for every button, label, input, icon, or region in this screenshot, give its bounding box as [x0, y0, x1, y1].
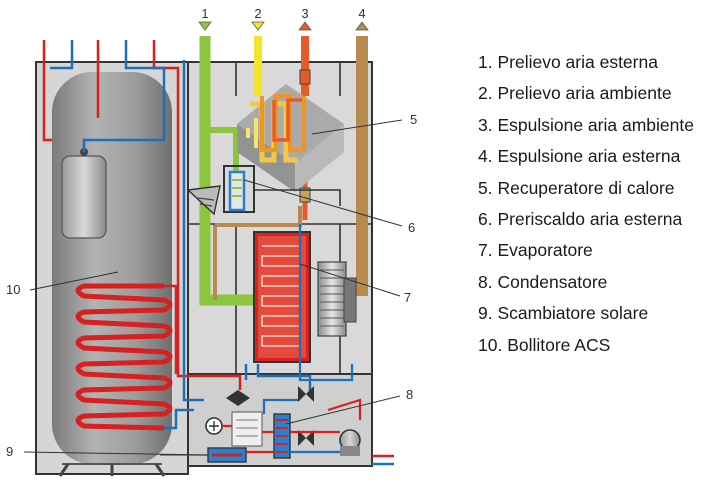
svg-text:4: 4: [358, 6, 365, 21]
legend-item-2: 2. Prelievo aria ambiente: [478, 83, 672, 104]
inlet-marker-1: 1: [198, 6, 212, 31]
bypass-damper: [186, 185, 221, 216]
legend: 1. Prelievo aria esterna 2. Prelievo ari…: [478, 49, 718, 363]
callout-5: 5: [311, 112, 417, 135]
legend-item-9: 9. Scambiatore solare: [478, 303, 649, 324]
callout-6: 6: [243, 179, 415, 235]
hydraulic-pipes: [160, 398, 394, 466]
heat-recovery-unit: [237, 84, 344, 192]
legend-item-4: 4. Espulsione aria esterna: [478, 146, 681, 167]
expansion-vessel: [61, 148, 107, 239]
svg-text:8: 8: [406, 387, 413, 402]
preheater: [223, 165, 341, 213]
svg-text:10: 10: [6, 282, 20, 297]
svg-text:2: 2: [254, 6, 261, 21]
solar-exchanger: [207, 447, 247, 463]
compressor: [339, 429, 361, 456]
callout-10: 10: [6, 271, 119, 297]
legend-item-7: 7. Evaporatore: [478, 240, 593, 261]
air-duct-outdoor-intake: [199, 36, 262, 306]
hot-water-pipes: [42, 40, 242, 390]
inlet-marker-2: 2: [251, 6, 265, 31]
callout-8: 8: [285, 387, 413, 425]
callout-9: 9: [6, 444, 209, 459]
svg-text:9: 9: [6, 444, 13, 459]
legend-item-3: 3. Espulsione aria ambiente: [478, 114, 694, 135]
valve-group: [226, 386, 314, 447]
evaporator-coil: [253, 231, 311, 363]
tank-coil: [75, 283, 194, 431]
inlet-marker-3: 3: [298, 6, 312, 31]
svg-text:5: 5: [410, 112, 417, 127]
legend-item-10: 10. Bollitore ACS: [478, 334, 611, 355]
svg-text:3: 3: [301, 6, 308, 21]
legend-item-8: 8. Condensatore: [478, 271, 608, 292]
legend-item-5: 5. Recuperatore di calore: [478, 177, 675, 198]
legend-item-6: 6. Preriscaldo aria esterna: [478, 208, 683, 229]
svg-text:1: 1: [201, 6, 208, 21]
inlet-marker-4: 4: [355, 6, 369, 31]
condenser: [273, 413, 291, 459]
heat-pump-diagram: 1 2 3 4 5 6 7 8 9 10: [6, 6, 417, 477]
callout-7: 7: [299, 263, 411, 305]
legend-item-1: 1. Prelievo aria esterna: [478, 52, 658, 72]
svg-text:6: 6: [408, 220, 415, 235]
cold-water-pipes: [50, 40, 354, 402]
pump-left: [205, 417, 223, 435]
svg-text:7: 7: [404, 290, 411, 305]
